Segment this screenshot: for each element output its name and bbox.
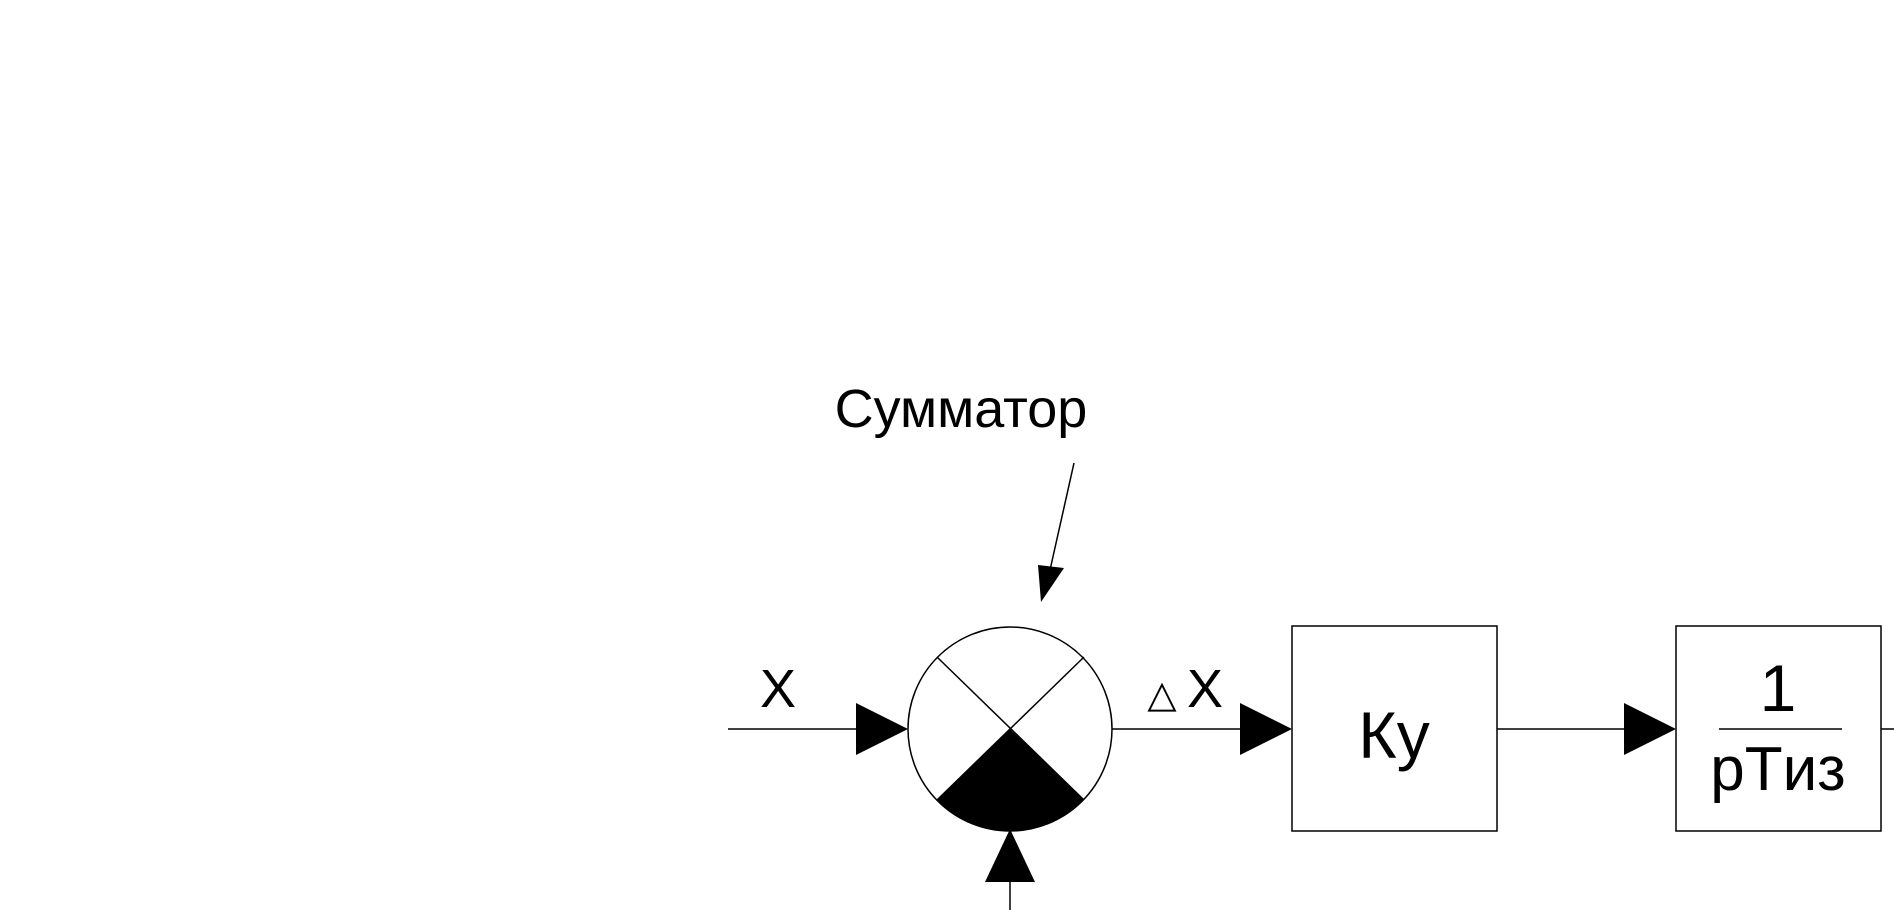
error-arrowhead xyxy=(1240,703,1292,755)
input-x-arrowhead xyxy=(856,703,908,755)
error-delta-symbol: △ xyxy=(1147,674,1177,716)
gain-output-arrowhead xyxy=(1624,703,1676,755)
gain-block-label: Ку xyxy=(1358,698,1429,772)
feedback-arrowhead xyxy=(985,829,1035,882)
summator-circle xyxy=(907,626,1113,832)
input-x-label: X xyxy=(760,659,796,719)
summator-pointer-line xyxy=(1049,462,1075,571)
error-x-label: X xyxy=(1187,659,1223,719)
summator-pointer-arrowhead xyxy=(1038,565,1064,602)
integrator-denominator: pTиз xyxy=(1710,735,1845,804)
integrator-numerator: 1 xyxy=(1760,651,1797,725)
summator-label: Сумматор xyxy=(835,379,1088,439)
summator-negative-sector xyxy=(937,729,1084,832)
